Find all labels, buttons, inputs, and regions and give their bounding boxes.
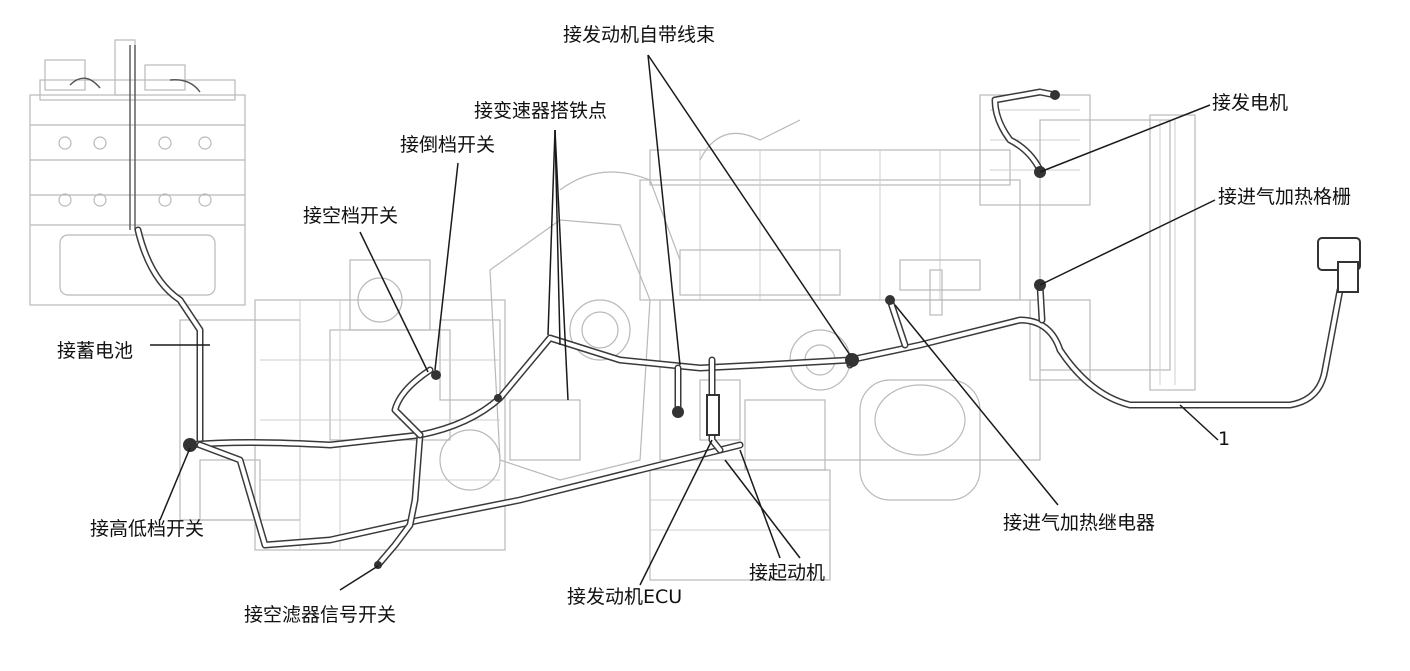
- label-battery: 接蓄电池: [57, 340, 134, 362]
- label-neutral-switch: 接空档开关: [303, 205, 399, 227]
- wiring-harness: [134, 88, 1344, 569]
- label-intake-heater-grid: 接进气加热格栅: [1218, 186, 1352, 208]
- label-reverse-switch: 接倒档开关: [400, 134, 496, 156]
- gearbox: [179, 259, 506, 551]
- label-harness-number: 1: [1218, 428, 1231, 450]
- label-engine-ecu: 接发动机ECU: [567, 586, 683, 608]
- battery-box: [29, 39, 246, 306]
- label-intake-heater-relay: 接进气加热继电器: [1003, 512, 1156, 534]
- label-air-filter-switch: 接空滤器信号开关: [244, 604, 397, 626]
- label-transmission-ground: 接变速器搭铁点: [474, 100, 608, 122]
- label-starter: 接起动机: [749, 562, 826, 584]
- leader-lines: [150, 54, 1219, 591]
- label-generator: 接发电机: [1212, 92, 1289, 114]
- label-engine-harness: 接发动机自带线束: [563, 24, 716, 46]
- bell-housing: [489, 171, 681, 481]
- label-hi-lo-switch: 接高低档开关: [90, 518, 205, 540]
